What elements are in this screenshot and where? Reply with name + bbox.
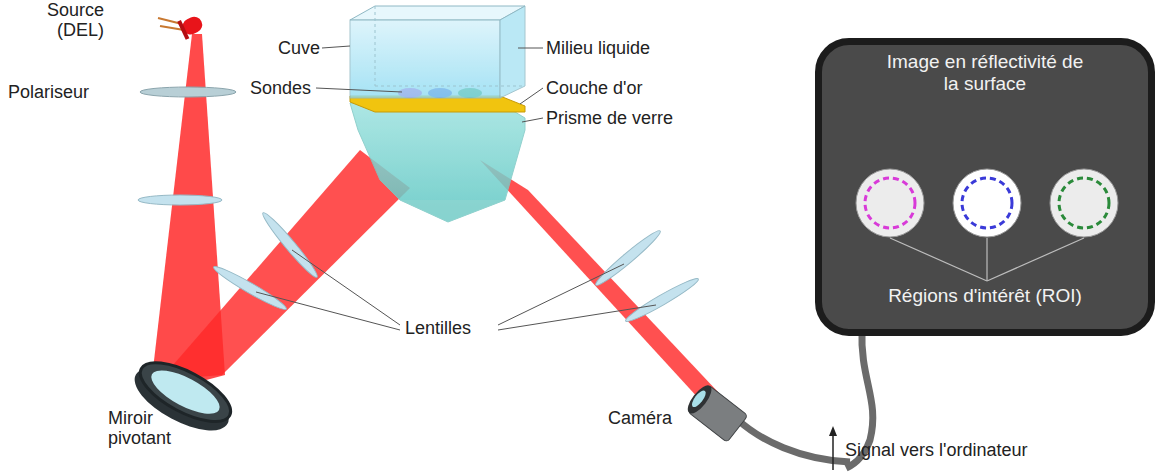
cuvette — [350, 6, 525, 98]
part-label: Milieu liquide — [546, 38, 650, 58]
lens — [593, 227, 664, 289]
part-label: Sondes — [250, 78, 311, 98]
camera — [684, 382, 850, 462]
part-label: Lentilles — [405, 318, 471, 338]
reflected-beam — [480, 160, 718, 400]
glass-prism — [350, 103, 525, 222]
polarizer — [140, 87, 236, 97]
part-label: Caméra — [608, 408, 672, 428]
lens — [623, 275, 701, 326]
part-label: Prisme de verre — [546, 108, 673, 128]
part-label: Polariseur — [8, 82, 89, 102]
roi-label: Régions d'intérêt (ROI) — [822, 285, 1148, 307]
lens — [211, 263, 289, 314]
part-label: Signal vers l'ordinateur — [845, 440, 1028, 460]
part-label: Couche d'or — [546, 78, 643, 98]
signal-arrow — [832, 432, 834, 470]
lens — [138, 195, 222, 205]
lens — [259, 210, 321, 281]
leader-lines — [256, 46, 656, 330]
part-label: Miroir pivotant — [108, 408, 198, 448]
signal-arrow — [829, 426, 837, 436]
incident-beam — [160, 150, 410, 380]
part-label: Source (DEL) — [20, 0, 104, 40]
panel-heading: Image en réflectivité de la surface — [822, 51, 1148, 95]
reflectivity-image-panel: Image en réflectivité de la surfaceRégio… — [815, 38, 1155, 336]
part-label: Cuve — [278, 38, 320, 58]
